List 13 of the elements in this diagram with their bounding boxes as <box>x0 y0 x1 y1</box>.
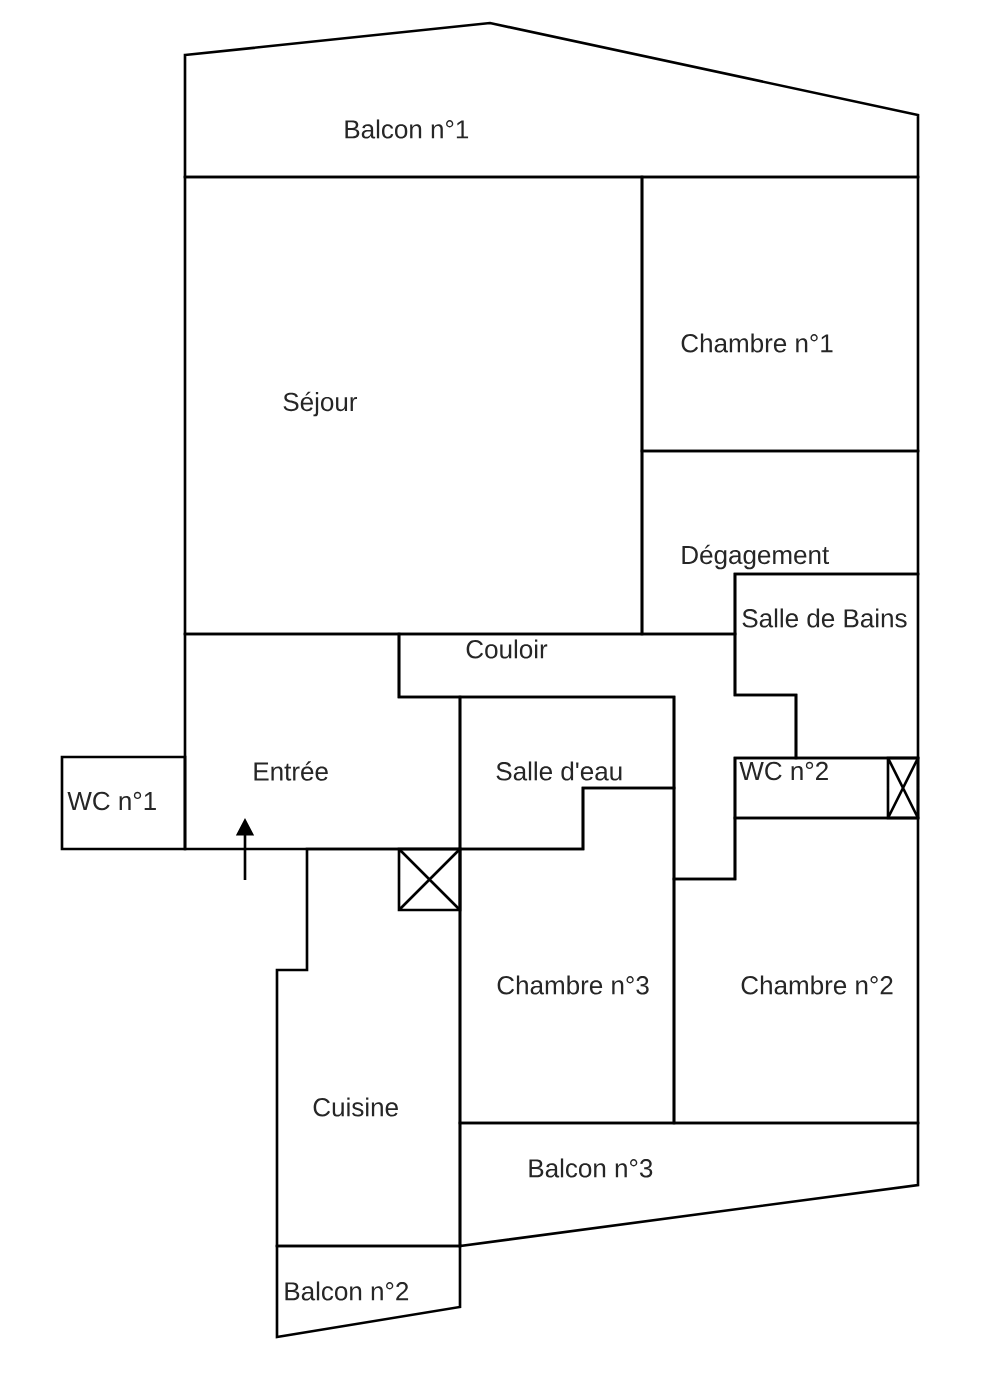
room: Balcon n°2 <box>275 1244 462 1339</box>
room: Entrée <box>183 632 462 851</box>
room: WC n°1 <box>60 755 187 851</box>
room: Balcon n°1 <box>183 21 920 179</box>
room: Balcon n°3 <box>458 1121 920 1248</box>
room: Chambre n°2 <box>672 816 920 1125</box>
room: Chambre n°1 <box>640 175 920 453</box>
room: Cuisine <box>275 847 462 1248</box>
room: Chambre n°3 <box>458 786 676 1125</box>
room: Séjour <box>183 175 644 636</box>
room: Salle d'eau <box>458 695 676 851</box>
room: WC n°2 <box>733 756 920 820</box>
room: Salle de Bains <box>733 572 920 760</box>
